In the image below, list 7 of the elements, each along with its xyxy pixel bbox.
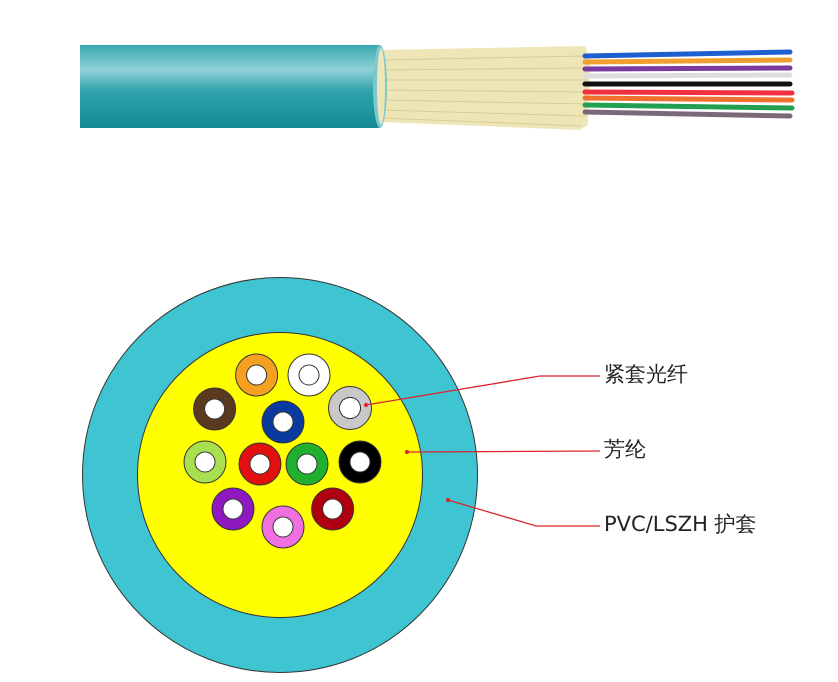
leader-line <box>446 498 600 527</box>
leader-line <box>364 375 600 408</box>
leader-line <box>404 450 600 454</box>
callout-label: 芳纶 <box>604 437 646 461</box>
callout-label: PVC/LSZH 护套 <box>604 512 757 536</box>
callout-label: 紧套光纤 <box>604 362 688 386</box>
tight-buffered-fiber <box>328 386 372 430</box>
